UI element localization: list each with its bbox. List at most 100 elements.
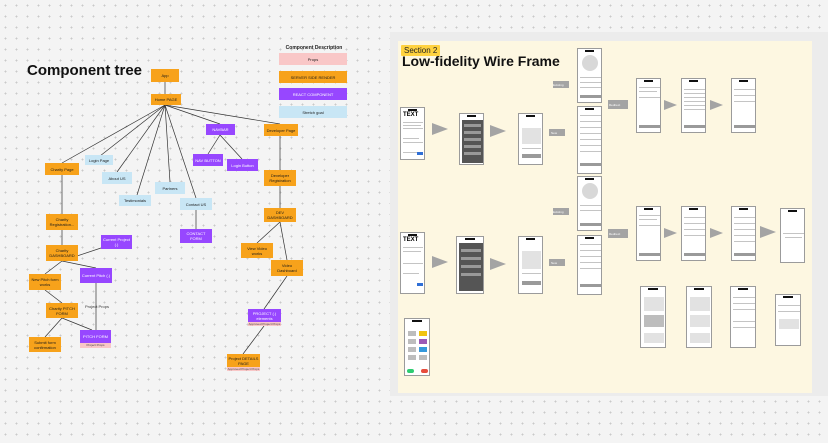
node-about-us: About US (102, 172, 132, 184)
node-new-pitch-form: New Pitch form works (29, 274, 61, 290)
node-view-video-works: View Video works (241, 243, 273, 258)
tag-project-elements: Approved Project Props (248, 322, 281, 326)
wire-row3-a (640, 286, 666, 348)
tag-project-details: Approved Project Props (227, 367, 260, 371)
edge-newpitch-charitypitch (44, 289, 63, 304)
arrow-new (549, 129, 565, 136)
wire-row2-details (681, 206, 706, 261)
arrow-icon (710, 228, 723, 238)
node-charity-page: Charity Page (45, 163, 79, 175)
arrow-redirect (608, 229, 628, 238)
tag-pitch-form: Project Props (80, 343, 111, 348)
arrow-icon (432, 256, 448, 268)
arrow-icon (432, 123, 448, 135)
edge-home-login (99, 104, 166, 157)
node-video-dashboard: Video Dashboard (271, 260, 303, 276)
node-app: App (151, 69, 179, 82)
edge-label-project-props: Project Props (85, 304, 110, 309)
node-dev-dashboard: DEV DASHBOARD (264, 208, 296, 222)
node-nav-button: NAV BUTTON (193, 154, 223, 166)
wire-row1-menu (459, 113, 484, 165)
wire-row1-dashboard (636, 78, 661, 133)
node-partners: Partners (155, 182, 185, 194)
wire-row3-c (730, 286, 756, 348)
edge-home-charity (61, 104, 166, 164)
wire-row2-menu (456, 236, 484, 294)
edge-home-partners (164, 104, 171, 183)
wire-row2-existing-profile (577, 176, 602, 231)
arrow-existing (553, 81, 569, 88)
edge-navbar-navbutton (207, 134, 221, 155)
arrow-redirect (608, 100, 628, 109)
edge-project-details (242, 325, 265, 355)
node-current-pitch: Current Pitch (.) (80, 268, 112, 283)
edge-home-contact (164, 104, 197, 199)
node-contact-us: Contact US (180, 198, 212, 210)
node-project-details: Project DETAILS PAGE (227, 354, 260, 367)
wire-row3-d (775, 294, 801, 346)
legend-server-side-render: SERVER SIDE RENDER (279, 71, 347, 83)
node-charity-dashboard: Charity DASHBOARD (46, 245, 78, 261)
wire-row2-dashboard (636, 206, 661, 261)
wire-row1-new-registration (577, 106, 602, 174)
node-current-project: Current Project (.) (101, 235, 132, 249)
label-new: New (551, 261, 558, 265)
arrow-icon (664, 228, 677, 238)
legend-title: Component Description (285, 45, 343, 51)
wire-row2-login (518, 236, 543, 294)
section-heading: Low-fidelity Wire Frame (402, 53, 560, 69)
edge-navbar-loginbutton (219, 134, 243, 160)
node-login-button: Login Button (227, 159, 258, 171)
node-submit-form: Submit form confirmation (29, 337, 61, 352)
arrow-existing (553, 208, 569, 215)
edge-home-developer (164, 104, 281, 125)
section-tag: Section 2 (401, 45, 441, 56)
edge-home-about (116, 104, 166, 173)
node-login-page: Login Page (85, 155, 113, 165)
arrow-icon (490, 258, 506, 270)
node-developer-page: Developer Page (264, 124, 298, 136)
label-existing: Existing (553, 210, 564, 214)
wire-text-heading: TEXT (403, 112, 419, 118)
edge-dashboard-newpitch (44, 260, 63, 275)
label-redirect: Redirect (609, 103, 621, 107)
wire-row3-b (686, 286, 712, 348)
node-testimonials: Testimonials (119, 195, 151, 206)
label-redirect: Redirect (609, 232, 621, 236)
wire-video-dashboard (404, 318, 430, 376)
edge-dashboard-videodashboard (279, 221, 288, 261)
edge-videodashboard-project (263, 275, 288, 310)
node-charity-registration: Charity Registration... (46, 214, 78, 230)
wire-row2-landing: TEXT (400, 232, 425, 294)
legend-props: Props (279, 53, 347, 65)
arrow-icon (760, 226, 776, 238)
edge-home-testimonials (136, 104, 166, 196)
node-contact-form: CONTACT FORM (180, 229, 212, 243)
edge-home-navbar (164, 104, 221, 125)
node-navbar: NAVBAR (206, 124, 235, 135)
legend-react-component: REACT COMPONENT (279, 88, 347, 100)
edge-charitypitch-pitchform (61, 317, 93, 331)
wire-row2-form (731, 206, 756, 261)
wire-text-heading: TEXT (403, 237, 419, 243)
arrow-icon (710, 100, 723, 110)
arrow-new (549, 259, 565, 266)
node-project-elements: PROJECT (.) elements (248, 309, 281, 322)
node-home-page: Home PAGE (151, 94, 181, 105)
edge-charitypitch-submit (44, 317, 63, 338)
page-title: Component tree (27, 62, 143, 79)
arrow-icon (664, 100, 677, 110)
wire-row1-login (518, 113, 543, 165)
wire-row1-submit (731, 78, 756, 133)
label-new: New (551, 131, 558, 135)
node-developer-registration: Developer Registration (264, 170, 296, 186)
edge-dashboard-currentpitch (61, 260, 97, 269)
wire-row1-existing-profile (577, 48, 602, 103)
wire-row2-new-registration (577, 235, 602, 295)
wire-row1-landing: TEXT (400, 107, 425, 160)
wire-row1-details (681, 78, 706, 133)
label-existing: Existing (553, 83, 564, 87)
edge-dashboard-viewvideo (256, 221, 281, 244)
node-charity-pitch-form: Charity PITCH FORM (46, 303, 78, 318)
node-pitch-form: PITCH FORM (80, 330, 111, 343)
